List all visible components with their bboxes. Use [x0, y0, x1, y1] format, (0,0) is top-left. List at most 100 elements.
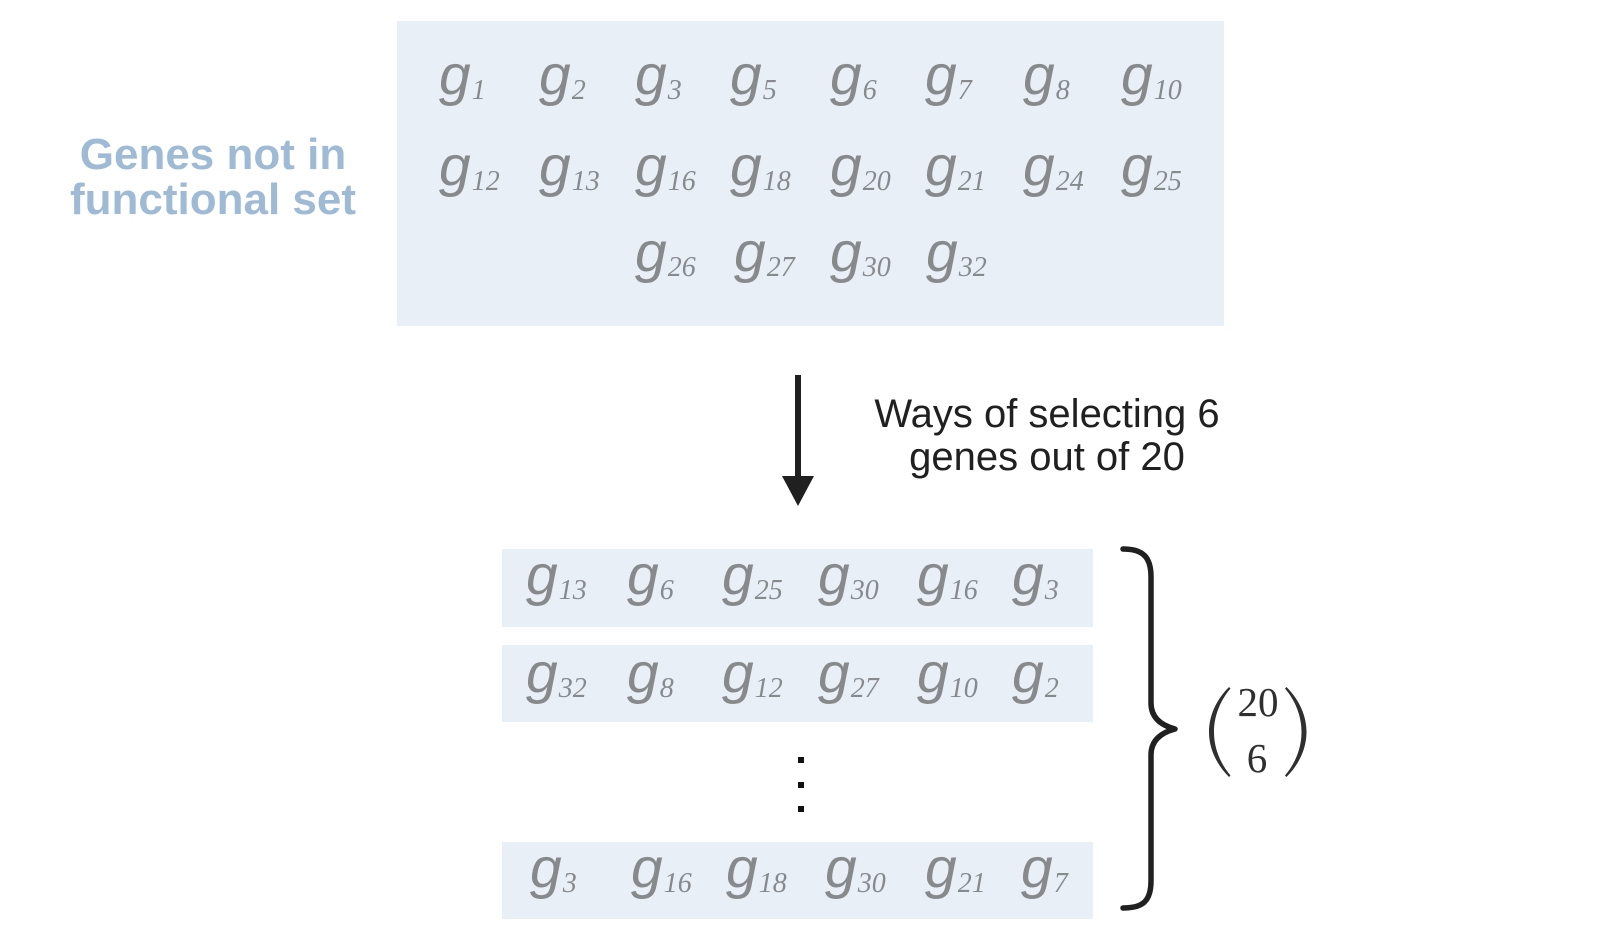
gene-letter: g: [1012, 641, 1044, 705]
gene-letter: g: [926, 220, 958, 284]
selected-gene: g2: [1012, 645, 1059, 703]
pool-gene: g27: [734, 224, 795, 282]
pool-gene: g12: [439, 138, 500, 197]
gene-letter: g: [631, 836, 663, 900]
gene-subscript: 32: [558, 673, 587, 704]
selected-gene: g25: [722, 547, 783, 606]
gene-letter: g: [830, 220, 862, 284]
gene-letter: g: [539, 43, 571, 107]
gene-pool-row: g26 g27 g30 g32: [397, 224, 1224, 283]
gene-letter: g: [439, 134, 471, 198]
gene-subscript: 27: [850, 673, 879, 704]
pool-gene: g26: [635, 224, 696, 283]
pool-gene: g6: [830, 47, 877, 105]
gene-subscript: 3: [562, 868, 577, 899]
gene-letter: g: [635, 134, 667, 198]
gene-subscript: 13: [558, 575, 587, 606]
selected-gene: g18: [726, 840, 787, 898]
pool-gene: g30: [830, 224, 891, 282]
selected-gene: g8: [627, 645, 674, 703]
gene-letter: g: [530, 836, 562, 900]
gene-letter: g: [627, 543, 659, 607]
pool-gene: g16: [635, 138, 696, 197]
gene-subscript: 21: [957, 868, 986, 899]
gene-pool-row: g12 g13 g16 g18 g20 g21 g24 g25: [397, 138, 1224, 197]
down-arrow-icon: [782, 375, 814, 506]
gene-subscript: 30: [850, 575, 879, 606]
pool-gene: g18: [730, 138, 791, 196]
combination-genes: g32 g8 g12 g27 g10 g2: [502, 645, 1093, 704]
gene-letter: g: [1023, 43, 1055, 107]
gene-subscript: 25: [1153, 166, 1182, 197]
ellipsis-dot: [798, 782, 804, 788]
selected-gene: g16: [631, 840, 692, 898]
pool-gene: g2: [539, 47, 586, 105]
selected-gene: g21: [925, 840, 986, 899]
gene-subscript: 10: [949, 673, 978, 704]
selected-gene: g6: [627, 547, 674, 605]
selected-gene: g10: [917, 645, 978, 704]
gene-subscript: 12: [471, 166, 500, 197]
gene-letter: g: [635, 220, 667, 284]
gene-letter: g: [1012, 543, 1044, 607]
gene-letter: g: [1023, 134, 1055, 198]
pool-gene: g32: [926, 224, 987, 283]
gene-subscript: 7: [957, 75, 972, 106]
vertical-ellipsis: [798, 757, 804, 813]
pool-gene: g25: [1121, 138, 1182, 197]
gene-letter: g: [539, 134, 571, 198]
selected-gene: g30: [818, 547, 879, 606]
pool-gene: g8: [1023, 47, 1070, 106]
arrow-head: [782, 476, 814, 506]
pool-gene: g1: [439, 47, 486, 105]
gene-subscript: 5: [762, 75, 777, 106]
selected-gene: g27: [818, 645, 879, 704]
gene-letter: g: [917, 543, 949, 607]
gene-letter: g: [726, 836, 758, 900]
combination-genes: g13 g6 g25 g30 g16 g3: [502, 547, 1093, 606]
pool-gene: g24: [1023, 138, 1084, 196]
caption-line: genes out of 20: [909, 435, 1185, 479]
selected-gene: g3: [530, 840, 577, 899]
pool-gene: g10: [1121, 47, 1182, 106]
gene-letter: g: [627, 641, 659, 705]
gene-subscript: 7: [1053, 868, 1068, 899]
label-line: functional set: [69, 175, 357, 224]
gene-subscript: 32: [958, 252, 987, 283]
gene-letter: g: [925, 836, 957, 900]
selected-gene: g7: [1021, 840, 1068, 899]
ellipsis-dot: [798, 806, 804, 812]
gene-subscript: 30: [857, 868, 886, 899]
gene-subscript: 10: [1153, 75, 1182, 106]
gene-letter: g: [917, 641, 949, 705]
gene-letter: g: [635, 43, 667, 107]
binomial-parens: [1209, 687, 1307, 777]
gene-letter: g: [734, 220, 766, 284]
gene-letter: g: [925, 43, 957, 107]
gene-letter: g: [526, 641, 558, 705]
gene-letter: g: [730, 134, 762, 198]
binomial-left-paren: [1209, 687, 1231, 777]
ellipsis-dot: [798, 757, 804, 763]
gene-subscript: 12: [754, 673, 783, 704]
selected-gene: g13: [526, 547, 587, 606]
gene-pool-row: g1 g2 g3 g5 g6 g7 g8 g10: [397, 47, 1224, 106]
pool-gene: g13: [539, 138, 600, 196]
binomial-k: 6: [1246, 735, 1268, 781]
selection-caption: Ways of selecting 6 genes out of 20: [847, 393, 1247, 479]
gene-letter: g: [925, 134, 957, 198]
selected-gene: g32: [526, 645, 587, 704]
gene-letter: g: [439, 43, 471, 107]
gene-letter: g: [1121, 43, 1153, 107]
pool-gene: g3: [635, 47, 682, 105]
genes-not-in-set-label: Genes not in functional set: [38, 132, 388, 222]
selected-gene: g12: [722, 645, 783, 704]
gene-subscript: 20: [862, 166, 891, 197]
binomial-coefficient: 20 6: [1200, 680, 1320, 785]
gene-combination-row: g32 g8 g12 g27 g10 g2: [502, 645, 1093, 722]
label-line: Genes not in: [79, 130, 347, 179]
gene-subscript: 25: [754, 575, 783, 606]
gene-subscript: 26: [667, 252, 696, 283]
gene-subscript: 16: [667, 166, 696, 197]
gene-subscript: 8: [1055, 75, 1070, 106]
